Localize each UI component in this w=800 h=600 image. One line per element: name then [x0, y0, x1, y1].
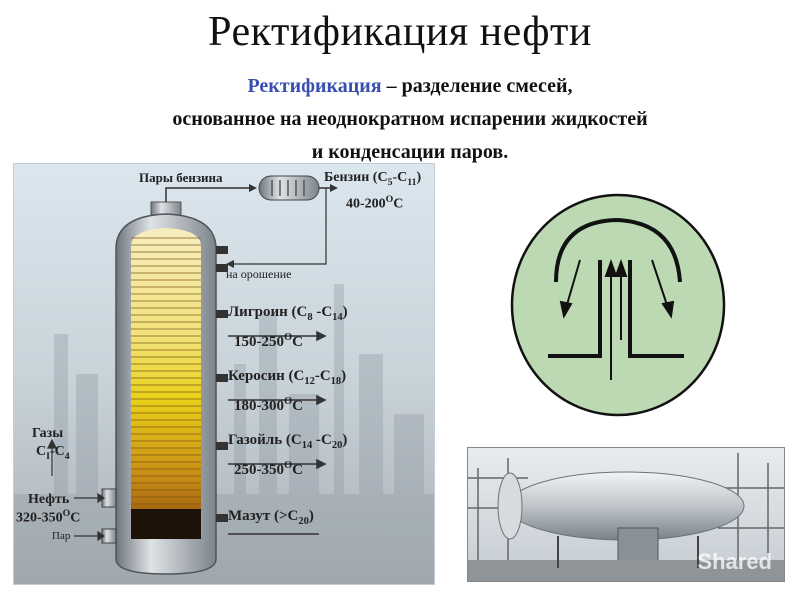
definition-term: Ректификация: [247, 75, 382, 97]
product-ligroin: Лигроин (C8 -C14): [228, 304, 348, 323]
feed-label: Нефть: [28, 492, 70, 507]
definition-line-3: и конденсации паров.: [311, 141, 509, 163]
reflux-label: на орошение: [226, 267, 292, 281]
feed-arrows: [47, 438, 106, 542]
product-outlet-arrows: [228, 330, 327, 535]
watermark-text: Shared: [697, 549, 772, 574]
product-gasoil-temp: 250-350OC: [234, 460, 304, 478]
product-ligroin-temp: 150-250OC: [234, 332, 304, 350]
side-nozzles: [101, 246, 228, 544]
vapor-line: [165, 187, 249, 202]
bubble-cap: [554, 217, 682, 283]
feed-temp: 320-350OC: [16, 508, 81, 526]
bubble-cap-svg: [510, 193, 726, 417]
vapor-flow-arrows: [559, 259, 675, 380]
definition-line-2: основанное на неоднократном испарении жи…: [172, 108, 648, 130]
equipment-box: [617, 527, 659, 565]
gases-label: Газы: [32, 426, 64, 441]
definition-text: Ректификация – разделение смесей, основа…: [60, 70, 760, 169]
page-title: Ректификация нефти: [208, 9, 592, 55]
condenser: [258, 175, 320, 201]
product-benzin: Бензин (C5-C11): [324, 170, 422, 188]
column-bottom-residue: [131, 509, 201, 539]
schematic-circle: [510, 193, 726, 417]
tray-lines: [131, 237, 201, 505]
distillation-column-diagram: Пары бензина Бензин (C5-C11) 40-200OC на…: [13, 163, 435, 585]
product-benzin-temp: 40-200OC: [346, 194, 404, 212]
column-diagram-svg: [14, 164, 434, 584]
column-photo-svg: [468, 448, 784, 581]
reflux-line: [228, 188, 327, 265]
definition-line-1: – разделение смесей,: [381, 75, 573, 97]
product-kerosin: Керосин (C12-C18): [228, 368, 347, 387]
product-gasoil: Газойль (C14 -C20): [228, 432, 348, 451]
vapor-label: Пары бензина: [139, 170, 223, 185]
column-photo: Shared: [467, 447, 785, 582]
right-riser-wall: [628, 260, 684, 358]
column-trays: [131, 228, 201, 539]
product-kerosin-temp: 180-300OC: [234, 396, 304, 414]
bubble-cap-schematic: [508, 190, 728, 420]
refinery-silhouette: [14, 284, 434, 584]
product-mazut: Мазут (>C20): [228, 508, 314, 527]
gases-formula: CI-C4: [36, 444, 70, 462]
steam-label: Пар: [52, 530, 71, 542]
left-riser-wall: [548, 260, 602, 358]
